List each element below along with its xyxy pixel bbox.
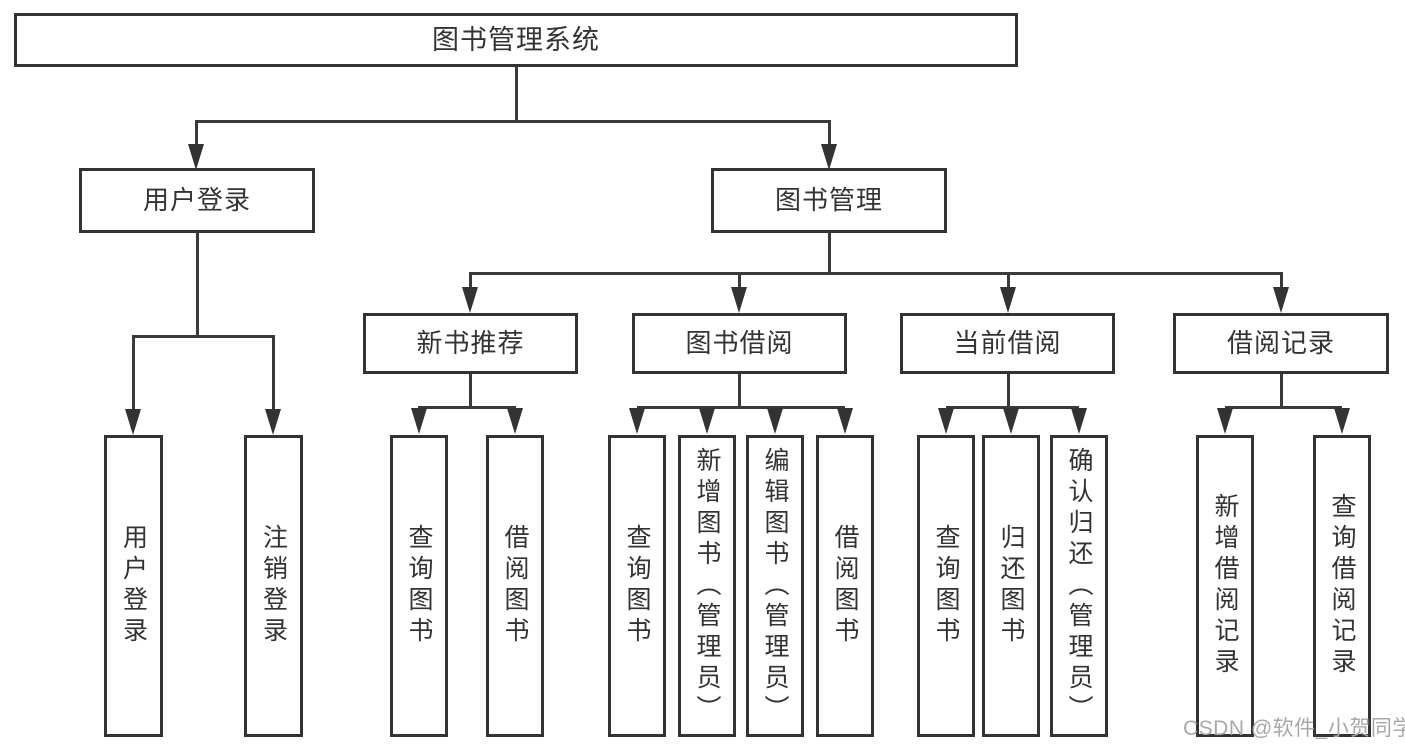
arrowhead-currentborrow-leaf2 xyxy=(1003,408,1019,434)
leaf-borrow-borrow-books: 借阅图书 xyxy=(816,435,874,737)
connector-bookborrow-shaft xyxy=(738,272,741,290)
arrowhead-bookborrow-leaf2 xyxy=(699,408,715,434)
connector-book-mgmt-shaft xyxy=(828,120,831,150)
connector-level3-hline xyxy=(469,272,1282,275)
node-user-login: 用户登录 xyxy=(79,168,315,233)
connector-borrowrecord-shaft xyxy=(1280,272,1283,290)
connector-user-leaves-hline xyxy=(132,335,275,338)
node-new-book-recommend: 新书推荐 xyxy=(363,313,578,374)
node-borrow-record: 借阅记录 xyxy=(1173,313,1389,374)
connector-user-leaf2-shaft xyxy=(272,335,275,411)
arrowhead-user-leaf1 xyxy=(125,409,141,435)
connector-bookborrow-hline xyxy=(637,406,845,409)
node-current-borrow: 当前借阅 xyxy=(900,313,1115,374)
node-book-management: 图书管理 xyxy=(711,168,947,233)
connector-newbook-hline xyxy=(418,406,516,409)
arrowhead-user-login xyxy=(188,144,204,170)
arrowhead-borrowrecord-leaf2 xyxy=(1334,408,1350,434)
leaf-logout: 注销登录 xyxy=(244,435,303,737)
arrowhead-newbook-leaf1 xyxy=(411,408,427,434)
leaf-borrow-edit-books-admin: 编辑图书（管理员） xyxy=(746,435,804,737)
connector-currentborrow-hline xyxy=(946,406,1079,409)
connector-newbook-stem xyxy=(469,374,472,408)
arrowhead-currentborrow-leaf1 xyxy=(938,408,954,434)
arrowhead-bookborrow-leaf4 xyxy=(837,408,853,434)
arrowhead-bookborrow-leaf1 xyxy=(629,408,645,434)
connector-bookborrow-stem xyxy=(738,374,741,408)
connector-book-mgmt-stem xyxy=(828,233,831,274)
connector-user-login-shaft xyxy=(195,120,198,150)
connector-currentborrow-stem xyxy=(1007,374,1010,408)
leaf-borrow-add-books-admin: 新增图书（管理员） xyxy=(678,435,736,737)
leaf-user-login: 用户登录 xyxy=(104,435,163,737)
arrowhead-bookborrow-leaf3 xyxy=(767,408,783,434)
leaf-current-return-books: 归还图书 xyxy=(982,435,1040,737)
leaf-current-query-books: 查询图书 xyxy=(917,435,975,737)
arrowhead-borrow-record xyxy=(1273,287,1289,313)
leaf-current-confirm-return-admin: 确认归还（管理员） xyxy=(1050,435,1108,737)
arrowhead-user-leaf2 xyxy=(265,409,281,435)
leaf-newbook-borrow-books: 借阅图书 xyxy=(486,435,544,737)
arrowhead-currentborrow-leaf3 xyxy=(1071,408,1087,434)
arrowhead-newbook-leaf2 xyxy=(507,408,523,434)
connector-newbook-shaft xyxy=(469,272,472,290)
connector-borrowrecord-stem xyxy=(1280,374,1283,408)
csdn-watermark: CSDN @软件_小贺同学 xyxy=(1183,717,1405,740)
node-book-borrow: 图书借阅 xyxy=(632,313,847,374)
arrowhead-new-book xyxy=(462,287,478,313)
node-root-library-management-system: 图书管理系统 xyxy=(14,13,1018,67)
arrowhead-book-mgmt xyxy=(821,144,837,170)
connector-currentborrow-shaft xyxy=(1007,272,1010,290)
connector-borrowrecord-hline xyxy=(1225,406,1342,409)
arrowhead-book-borrow xyxy=(731,287,747,313)
connector-level2-hline xyxy=(195,120,831,123)
leaf-borrow-query-books: 查询图书 xyxy=(608,435,666,737)
connector-user-leaf1-shaft xyxy=(132,335,135,411)
leaf-newbook-query-books: 查询图书 xyxy=(390,435,448,737)
connector-root-stem xyxy=(515,67,518,121)
arrowhead-borrowrecord-leaf1 xyxy=(1217,408,1233,434)
leaf-record-query-borrow-record: 查询借阅记录 xyxy=(1313,435,1371,737)
connector-user-login-stem xyxy=(196,233,199,337)
arrowhead-current-borrow xyxy=(1000,287,1016,313)
leaf-record-add-borrow-record: 新增借阅记录 xyxy=(1196,435,1254,737)
